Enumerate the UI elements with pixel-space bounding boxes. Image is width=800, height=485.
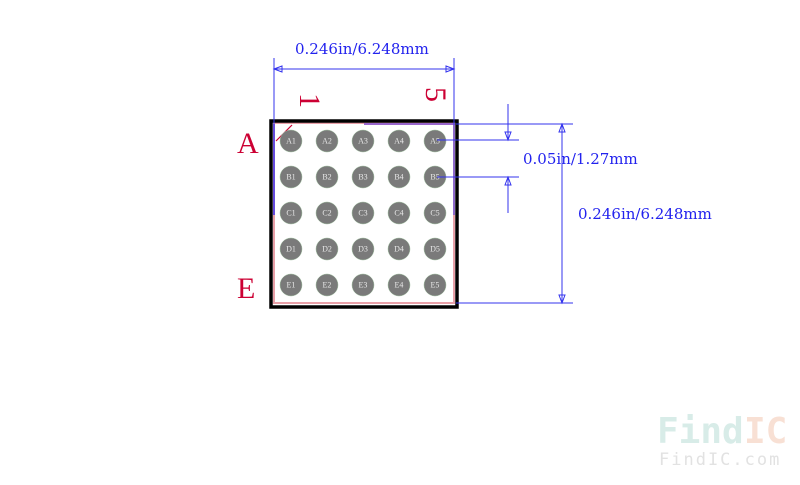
pad-E5	[423, 273, 447, 297]
pad-C2	[315, 201, 339, 225]
width-dimension	[272, 58, 456, 215]
pad-E4	[387, 273, 411, 297]
pad-B1	[279, 165, 303, 189]
pad-B2	[315, 165, 339, 189]
pad-label: D2	[322, 245, 332, 254]
pitch-dimension	[437, 104, 519, 213]
pad-C5	[423, 201, 447, 225]
pad-B3	[351, 165, 375, 189]
row-label-last: E	[237, 272, 255, 305]
pad-A4	[387, 129, 411, 153]
pad-label: B3	[358, 173, 367, 182]
pad-D2	[315, 237, 339, 261]
pad-label: A5	[430, 137, 440, 146]
pad-E1	[279, 273, 303, 297]
column-label-first: 1	[293, 93, 326, 108]
pad-label: E2	[323, 281, 332, 290]
pad-label: B5	[430, 173, 439, 182]
pad-B4	[387, 165, 411, 189]
pad-label: E1	[287, 281, 296, 290]
pad-A1	[279, 129, 303, 153]
pad-label: C5	[430, 209, 439, 218]
pad-label: C4	[394, 209, 403, 218]
pad-label: C3	[358, 209, 367, 218]
pad-A3	[351, 129, 375, 153]
watermark-logo-ic: IC	[744, 411, 787, 452]
pad-A2	[315, 129, 339, 153]
pitch-dimension-label: 0.05in/1.27mm	[523, 150, 638, 168]
height-dimension-label: 0.246in/6.248mm	[578, 205, 712, 223]
pad-label: C1	[286, 209, 295, 218]
pad-D3	[351, 237, 375, 261]
watermark-logo-find: Find	[657, 411, 744, 452]
pad-label: E3	[359, 281, 368, 290]
pad-D4	[387, 237, 411, 261]
pad-label: A4	[394, 137, 404, 146]
pad-label: B4	[394, 173, 403, 182]
width-dimension-label: 0.246in/6.248mm	[295, 40, 429, 58]
pad-label: D1	[286, 245, 296, 254]
pad-label: A2	[322, 137, 332, 146]
row-label-first: A	[237, 127, 259, 160]
pad-D5	[423, 237, 447, 261]
column-label-last: 5	[419, 87, 452, 102]
pad-label: A3	[358, 137, 368, 146]
pad-C3	[351, 201, 375, 225]
pad-C1	[279, 201, 303, 225]
pad-E3	[351, 273, 375, 297]
height-dimension	[456, 122, 573, 305]
pad-C4	[387, 201, 411, 225]
pad-E2	[315, 273, 339, 297]
pad-label: D5	[430, 245, 440, 254]
package-outline	[269, 119, 459, 309]
pad-label: B2	[322, 173, 331, 182]
pad-A5	[423, 129, 447, 153]
pad-label: D4	[394, 245, 404, 254]
pad-D1	[279, 237, 303, 261]
pad-label: D3	[358, 245, 368, 254]
pad-label: E4	[395, 281, 404, 290]
pad-label: B1	[286, 173, 295, 182]
pad-label: E5	[431, 281, 440, 290]
watermark-url: FindIC.com	[659, 450, 781, 470]
pad-label: C2	[322, 209, 331, 218]
pad-label: A1	[286, 137, 296, 146]
